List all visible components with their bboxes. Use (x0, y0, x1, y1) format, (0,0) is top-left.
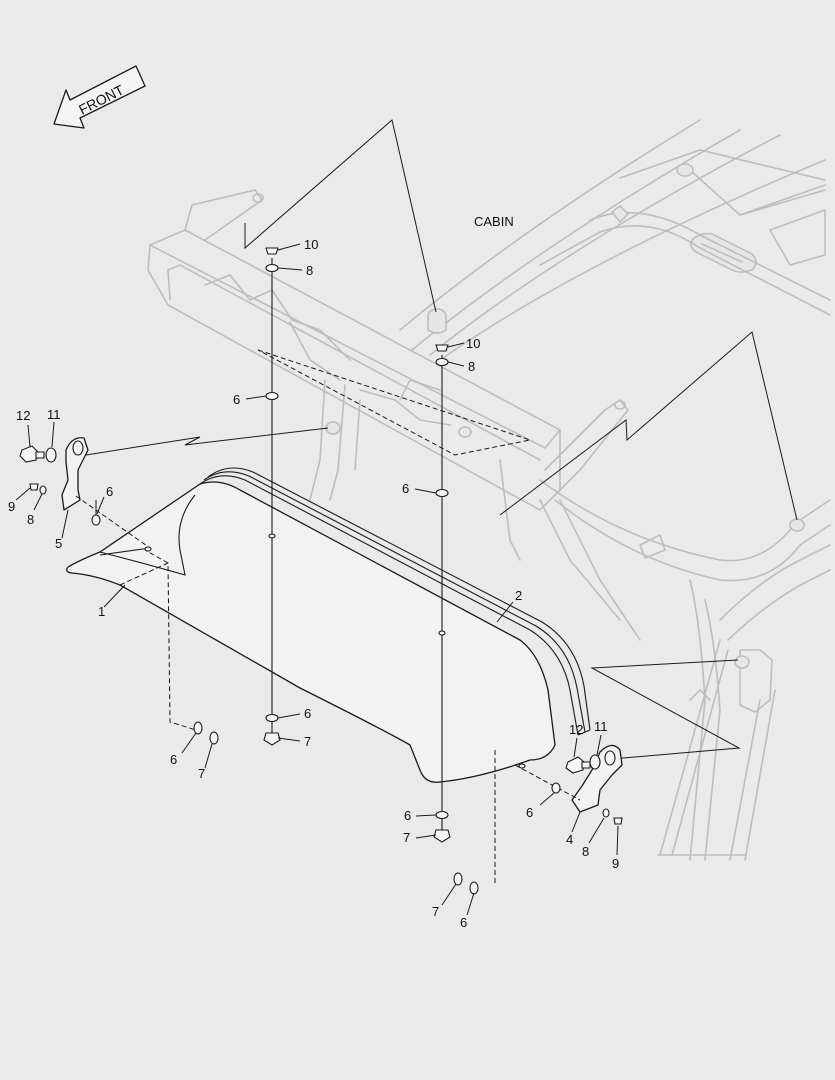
callout-6-right-upper-washer: 6 (402, 481, 409, 496)
cabin-structure (147, 119, 831, 861)
callout-5-left-bracket: 5 (55, 536, 62, 551)
callout-9-left-screw: 9 (8, 499, 15, 514)
callout-8-top-left: 8 (306, 263, 313, 278)
mount-leaders (85, 119, 798, 761)
bolt-axes (99, 258, 443, 835)
part-4-right-bracket (494, 744, 623, 885)
callout-7-right-lower-nut: 7 (403, 830, 410, 845)
callout-8-right-washer: 8 (582, 844, 589, 859)
callout-6-bottom-washer: 6 (460, 915, 467, 930)
part-5-left-bracket (61, 437, 151, 549)
cabin-label: CABIN (474, 214, 514, 229)
callout-7-lower-left-nut: 7 (198, 766, 205, 781)
callout-6-lower-left-washer: 6 (170, 752, 177, 767)
hardware (19, 247, 623, 895)
callout-6-left-lower-washer: 6 (304, 706, 311, 721)
callout-2-seal: 2 (515, 588, 522, 603)
callout-labels: 10 8 10 8 6 12 11 6 9 8 6 5 1 2 6 7 6 7 … (8, 237, 619, 930)
callout-10-top-left: 10 (304, 237, 318, 252)
callout-1-deflector: 1 (98, 604, 105, 619)
callout-8-left-washer: 8 (27, 512, 34, 527)
callout-11-left-washer: 11 (47, 407, 61, 422)
callout-7-bottom-nut: 7 (432, 904, 439, 919)
callout-10-top-right: 10 (466, 336, 480, 351)
front-arrow: FRONT (53, 65, 146, 129)
callout-6-right-bracket-washer: 6 (526, 805, 533, 820)
part-1-deflector-panel (66, 481, 556, 783)
callout-6-left-bracket-washer: 6 (106, 484, 113, 499)
callout-12-right-bolt: 12 (569, 722, 583, 737)
callout-leaders (15, 243, 619, 916)
callout-12-left-bolt: 12 (16, 408, 30, 423)
callout-labels-lower-left: 6 7 (170, 752, 205, 781)
callout-9-right-screw: 9 (612, 856, 619, 871)
callout-11-right-washer: 11 (594, 719, 608, 734)
callout-6-upper-left-washer: 6 (233, 392, 240, 407)
callout-6-right-lower-washer: 6 (404, 808, 411, 823)
callout-4-right-bracket: 4 (566, 832, 573, 847)
callout-8-top-right: 8 (468, 359, 475, 374)
callout-7-left-lower-nut: 7 (304, 734, 311, 749)
part-2-seal-strip (199, 467, 591, 736)
